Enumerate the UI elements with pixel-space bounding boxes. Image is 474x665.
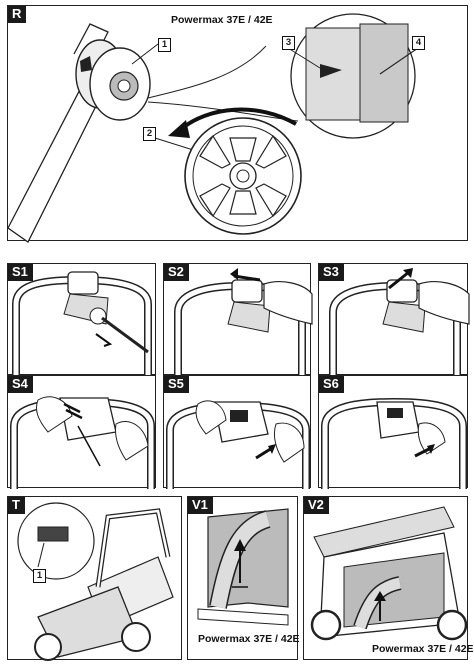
callout-2: 2 bbox=[143, 127, 156, 141]
mower-illustration bbox=[310, 506, 468, 641]
panel-tag: R bbox=[8, 6, 27, 23]
callout-1: 1 bbox=[158, 38, 171, 52]
handle-lever-illustration bbox=[321, 397, 467, 489]
panel-s2: S2 bbox=[163, 263, 313, 376]
model-label: Powermax 37E / 42E bbox=[198, 633, 300, 645]
grass-bag-illustration bbox=[197, 508, 289, 626]
panel-tag: S6 bbox=[319, 376, 344, 393]
panel-tag: V1 bbox=[188, 497, 213, 514]
panel-r: R Powermax 37E / 42E 1 2 3 4 bbox=[7, 5, 468, 243]
panel-s5: S5 bbox=[163, 375, 311, 489]
panel-tag: V2 bbox=[304, 497, 329, 514]
handle-lever-illustration bbox=[12, 271, 152, 376]
panel-s6: S6 bbox=[318, 375, 468, 489]
handle-lever-illustration bbox=[10, 396, 155, 489]
panel-v2: V2 Powermax 37E / 42E bbox=[303, 496, 474, 660]
panel-t: T 1 bbox=[7, 496, 182, 661]
callout-4: 4 bbox=[412, 36, 425, 50]
callout-3: 3 bbox=[282, 36, 295, 50]
panel-s4: S4 bbox=[7, 375, 156, 489]
panel-s3: S3 bbox=[318, 263, 470, 376]
wheel-height-adjuster-illustration bbox=[7, 13, 419, 243]
model-label: Powermax 37E / 42E bbox=[171, 14, 273, 26]
panel-tag: S2 bbox=[164, 264, 189, 281]
model-label: Powermax 37E / 42E bbox=[372, 643, 474, 655]
panel-tag: T bbox=[8, 497, 25, 514]
panel-tag: S3 bbox=[319, 264, 344, 281]
mower-illustration bbox=[17, 502, 174, 661]
panel-v1: V1 Powermax 37E / 42E bbox=[187, 496, 300, 660]
callout-1: 1 bbox=[33, 569, 46, 583]
panel-tag: S1 bbox=[8, 264, 33, 281]
panel-tag: S5 bbox=[164, 376, 189, 393]
panel-tag: S4 bbox=[8, 376, 33, 393]
handle-lever-illustration bbox=[174, 268, 313, 376]
panel-s1: S1 bbox=[7, 263, 156, 376]
handle-lever-illustration bbox=[329, 268, 470, 376]
handle-lever-illustration bbox=[166, 400, 310, 489]
